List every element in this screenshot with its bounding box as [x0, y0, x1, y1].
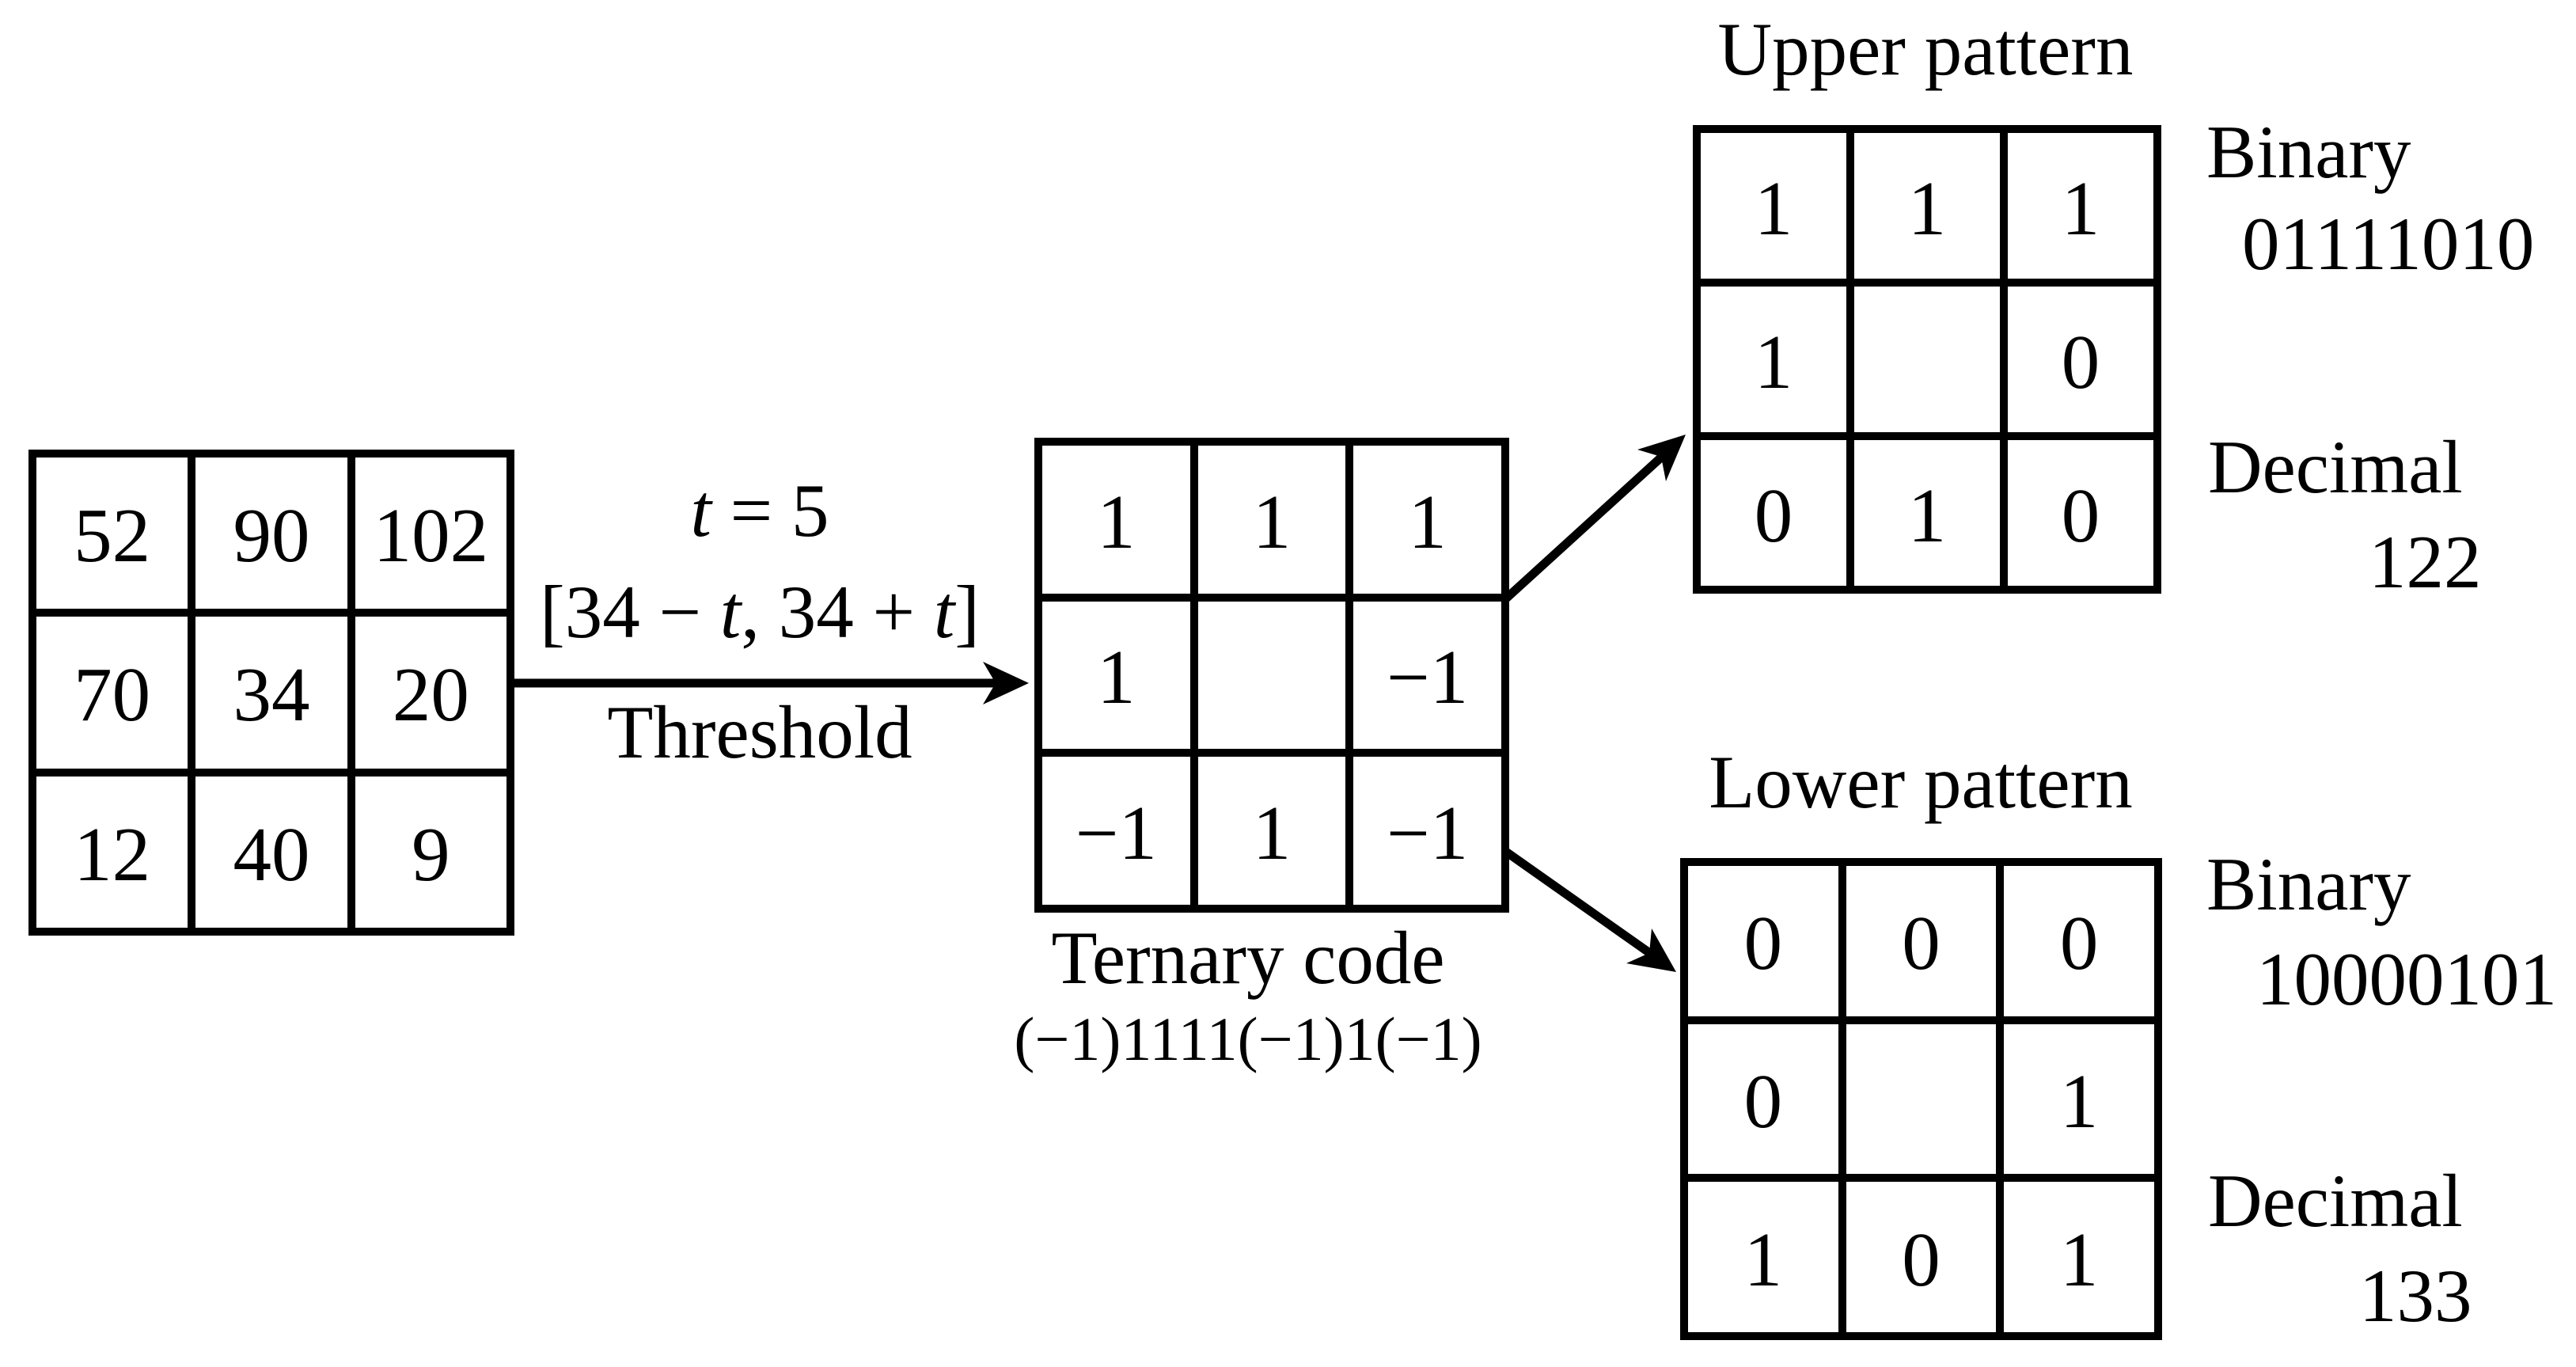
grid-cell: 1 [2004, 1182, 2154, 1332]
grid-cell: 0 [1688, 866, 1838, 1016]
grid-cell: 0 [2008, 287, 2153, 432]
grid-cell: 1 [1042, 446, 1190, 594]
upper-decimal-value: 122 [2369, 520, 2482, 604]
lower-pattern-title: Lower pattern [1709, 740, 2133, 824]
upper-pattern-title: Upper pattern [1717, 7, 2134, 91]
grid-cell: 1 [1854, 440, 2000, 586]
grid-cell: 1 [1197, 757, 1346, 905]
text-run: [34 − [540, 570, 720, 654]
grid-cell: 1 [1353, 446, 1501, 594]
lower-binary-value: 10000101 [2256, 937, 2557, 1021]
grid-cell: 1 [2008, 133, 2153, 279]
grid-cell: 102 [355, 458, 506, 609]
lower-decimal-value: 133 [2359, 1254, 2472, 1338]
grid-cell: 0 [2008, 440, 2153, 586]
grid-cell: 0 [1701, 440, 1846, 586]
grid-cell: 1 [1197, 446, 1346, 594]
upper-pattern-arrow [1502, 435, 1686, 603]
grid-cell: −1 [1042, 757, 1190, 905]
grid-cell: 12 [36, 776, 188, 928]
text-run: = 5 [711, 469, 829, 552]
grid-cell: 9 [355, 776, 506, 928]
text-run: ] [954, 570, 980, 654]
grid-cell: 0 [1846, 866, 1997, 1016]
upper-decimal-label: Decimal [2208, 425, 2463, 509]
grid-cell: 20 [355, 617, 506, 769]
upper-binary-label: Binary [2206, 110, 2411, 194]
grid-cell: −1 [1353, 601, 1501, 750]
grid-cell: 1 [1688, 1182, 1838, 1332]
grid-cell: 0 [1688, 1023, 1838, 1175]
threshold-interval-label: [34 − t, 34 + t] [483, 575, 1037, 650]
lower-pattern-arrow [1500, 846, 1676, 972]
grid-cell: 0 [2004, 866, 2154, 1016]
grid-cell: 40 [195, 776, 347, 928]
grid-cell: 52 [36, 458, 188, 609]
grid-cell: 90 [195, 458, 347, 609]
grid-cell: 1 [1042, 601, 1190, 750]
grid-cell: 0 [1846, 1182, 1997, 1332]
grid-cell: 1 [1701, 287, 1846, 432]
italic-run: t [933, 570, 955, 654]
t-equation-label: t = 5 [483, 473, 1037, 549]
ternary-code-caption: Ternary code [1051, 916, 1445, 1000]
upper-binary-value: 01111010 [2242, 202, 2535, 286]
grid-cell [1854, 287, 2000, 432]
grid-cell: −1 [1353, 757, 1501, 905]
lower-binary-label: Binary [2206, 842, 2411, 926]
italic-run: t [690, 469, 711, 552]
ternary-code-sequence: (−1)1111(−1)1(−1) [1014, 1004, 1482, 1073]
grid-cell: 1 [2004, 1023, 2154, 1175]
lower-decimal-label: Decimal [2208, 1159, 2463, 1243]
threshold-label: Threshold [607, 690, 912, 774]
grid-cell [1197, 601, 1346, 750]
grid-cell: 70 [36, 617, 188, 769]
grid-cell: 34 [195, 617, 347, 769]
grid-cell [1846, 1023, 1997, 1175]
grid-cell: 1 [1854, 133, 2000, 279]
italic-run: t [719, 570, 742, 654]
text-run: , 34 + [741, 570, 934, 654]
grid-cell: 1 [1701, 133, 1846, 279]
